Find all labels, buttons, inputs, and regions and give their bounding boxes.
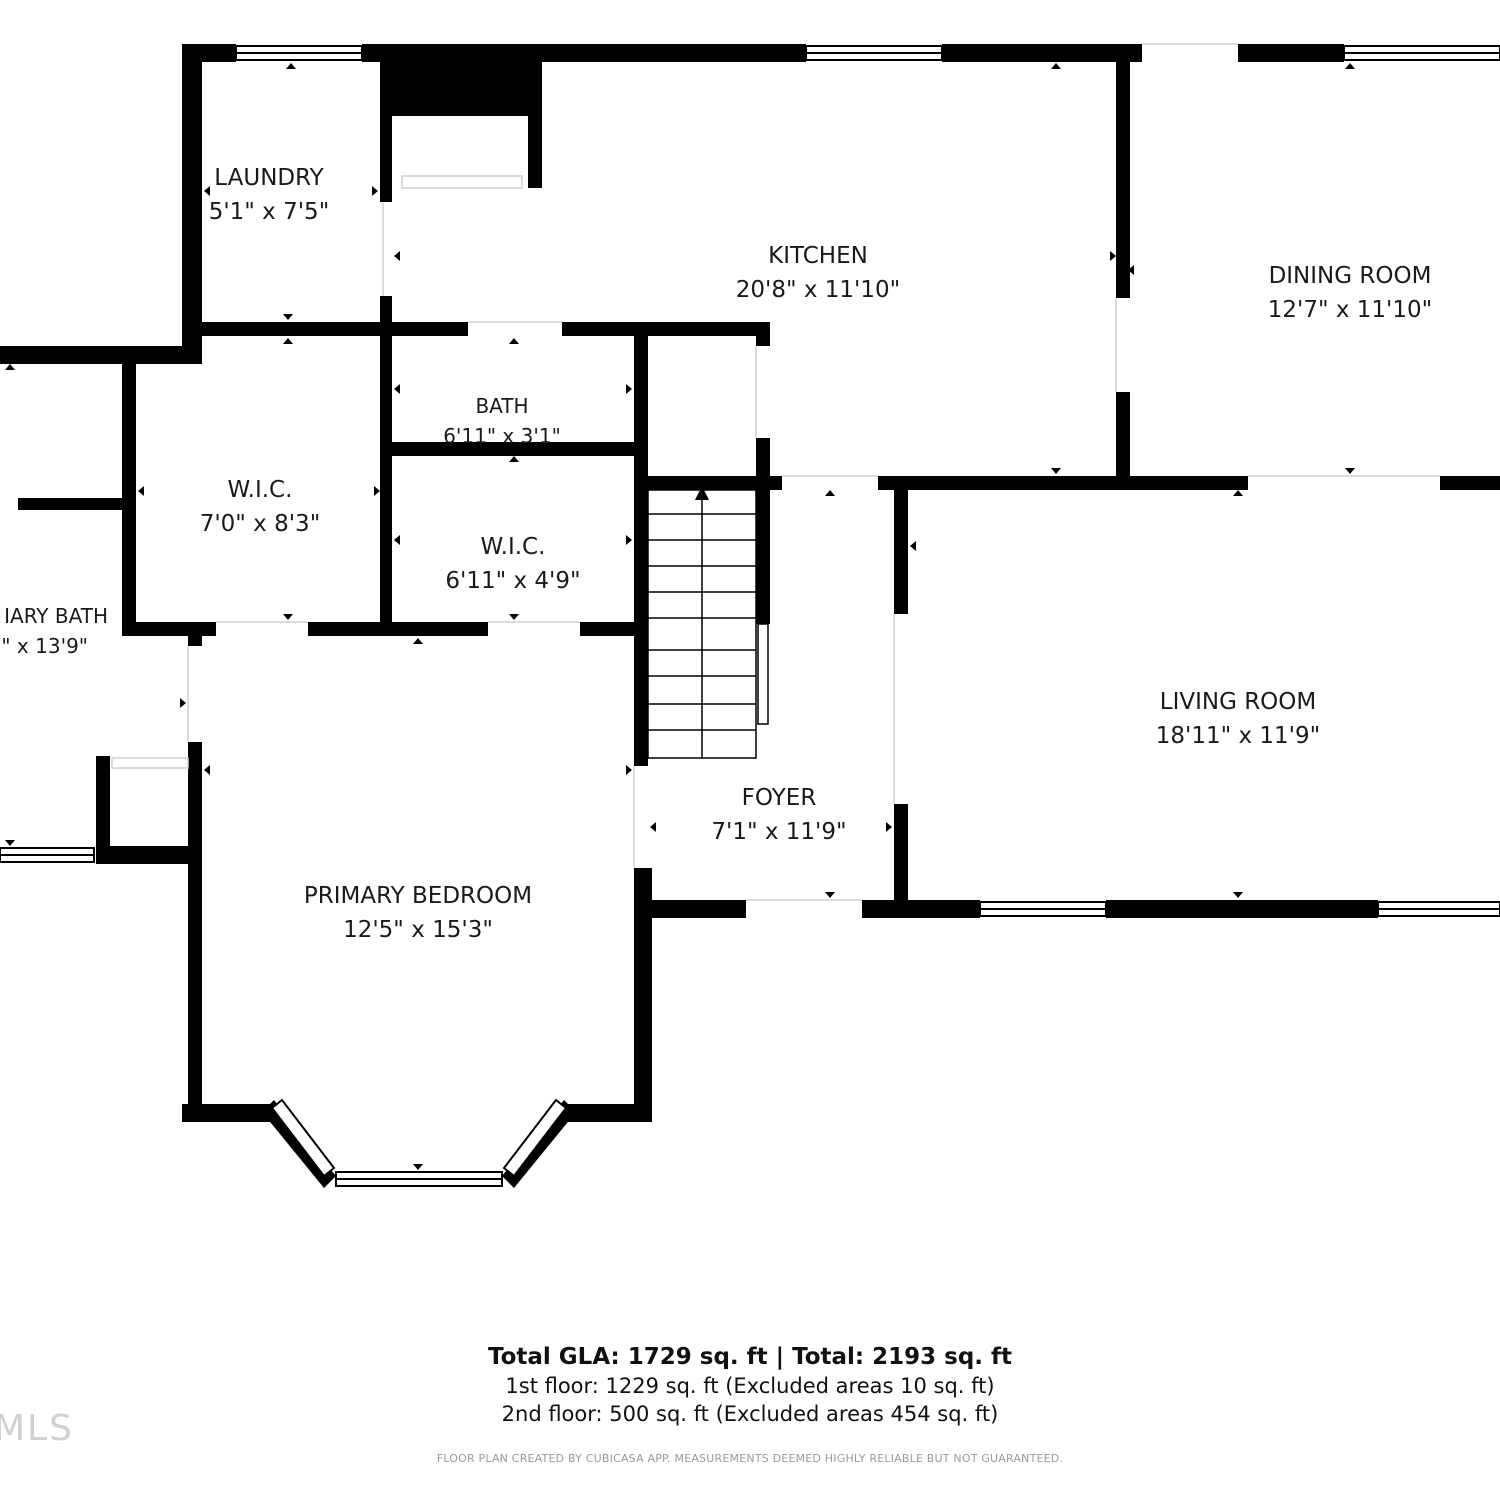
room-dims: 5'1" x 7'5" [209,199,330,225]
room-name: KITCHEN [768,243,868,269]
room-name: PRIMARY BEDROOM [304,883,532,909]
door-openings [111,43,1440,901]
stair-arrow-icon [695,486,709,500]
room-name: W.I.C. [228,477,293,503]
room-dims: 6'11" x 3'1" [443,424,561,448]
second-floor-area: 2nd floor: 500 sq. ft (Excluded areas 45… [501,1402,999,1426]
room-dims: 7'1" x 11'9" [711,819,846,845]
room-dims: 12'7" x 11'10" [1268,297,1432,323]
room-name: LAUNDRY [214,165,324,191]
room-foyer: FOYER 7'1" x 11'9" [711,785,846,845]
room-name: IARY BATH [4,604,108,628]
room-living: LIVING ROOM 18'11" x 11'9" [1156,689,1320,749]
room-wic-2: W.I.C. 6'11" x 4'9" [445,534,580,594]
staircase [647,489,769,759]
dimension-markers [5,63,1355,1170]
room-laundry: LAUNDRY 5'1" x 7'5" [209,165,330,225]
room-bath: BATH 6'11" x 3'1" [443,394,561,448]
disclaimer-text: FLOOR PLAN CREATED BY CUBICASA APP. MEAS… [436,1452,1064,1465]
room-name: BATH [475,394,528,418]
room-name: FOYER [742,785,817,811]
room-wic-1: W.I.C. 7'0" x 8'3" [200,477,321,537]
room-name: W.I.C. [481,534,546,560]
walls [0,44,1500,1188]
windows [0,45,1500,1187]
first-floor-area: 1st floor: 1229 sq. ft (Excluded areas 1… [505,1374,995,1398]
room-dining: DINING ROOM 12'7" x 11'10" [1268,263,1432,323]
room-name: LIVING ROOM [1160,689,1317,715]
room-primary-bedroom: PRIMARY BEDROOM 12'5" x 15'3" [304,883,532,943]
floor-plan: LAUNDRY 5'1" x 7'5" KITCHEN 20'8" x 11'1… [0,43,1500,1188]
room-dims: " x 13'9" [1,634,88,658]
mls-watermark: MLS [0,1408,74,1449]
total-area-summary: Total GLA: 1729 sq. ft | Total: 2193 sq.… [487,1344,1013,1370]
room-dims: 18'11" x 11'9" [1156,723,1320,749]
room-dims: 6'11" x 4'9" [445,568,580,594]
room-kitchen: KITCHEN 20'8" x 11'10" [736,243,900,303]
room-primary-bath: IARY BATH " x 13'9" [1,604,108,658]
room-dims: 7'0" x 8'3" [200,511,321,537]
room-name: DINING ROOM [1269,263,1432,289]
room-dims: 12'5" x 15'3" [343,917,493,943]
room-dims: 20'8" x 11'10" [736,277,900,303]
